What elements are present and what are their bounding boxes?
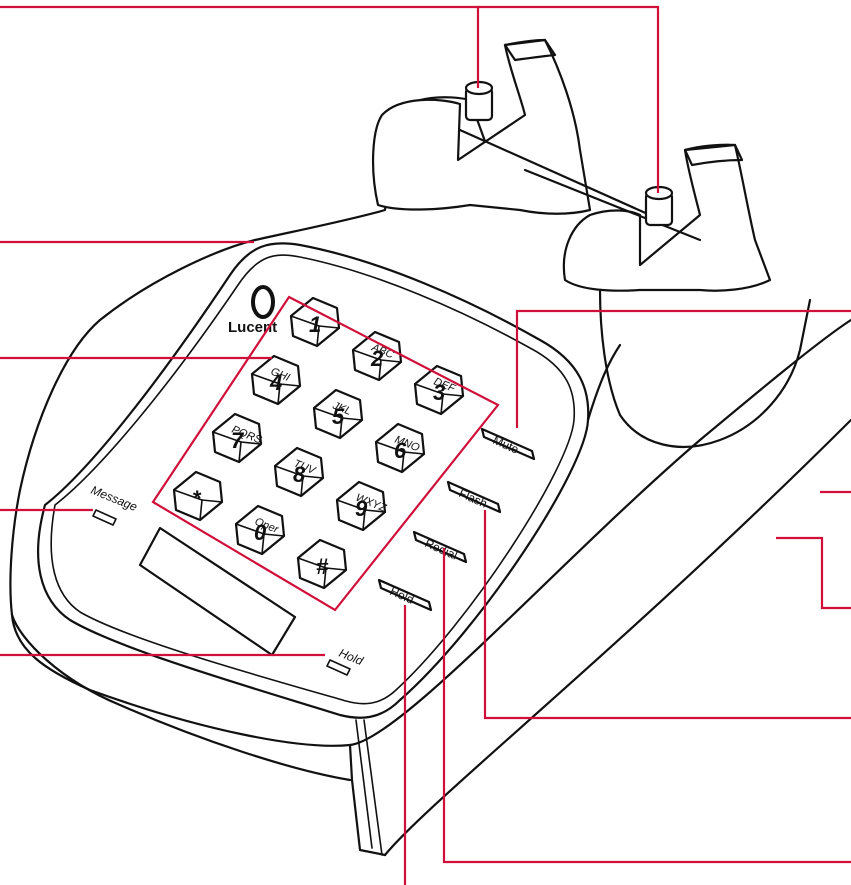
hold-label: Hold [388, 584, 416, 607]
flash-label: Flash [457, 486, 490, 511]
hold-indicator: Hold [327, 646, 365, 675]
callout-hookswitch-top [0, 7, 478, 88]
message-indicator: Message [89, 483, 140, 525]
callout-flash [485, 510, 851, 718]
key-digit: # [316, 554, 329, 579]
redial-label: Redial [423, 536, 460, 563]
key-pound[interactable]: # [298, 540, 346, 588]
redial-button[interactable]: Redial [414, 532, 466, 563]
mute-button[interactable]: Mute [482, 429, 534, 459]
flash-button[interactable]: Flash [448, 482, 500, 512]
key-digit: 1 [309, 312, 321, 337]
key-star[interactable]: * [174, 472, 222, 520]
callout-mute [517, 311, 851, 428]
lucent-logo: Lucent [228, 287, 277, 336]
key-1[interactable]: 1 [291, 298, 339, 346]
key-digit: * [192, 486, 202, 511]
callout-side-b [776, 538, 851, 608]
callout-redial [444, 548, 851, 862]
mute-label: Mute [491, 433, 521, 457]
